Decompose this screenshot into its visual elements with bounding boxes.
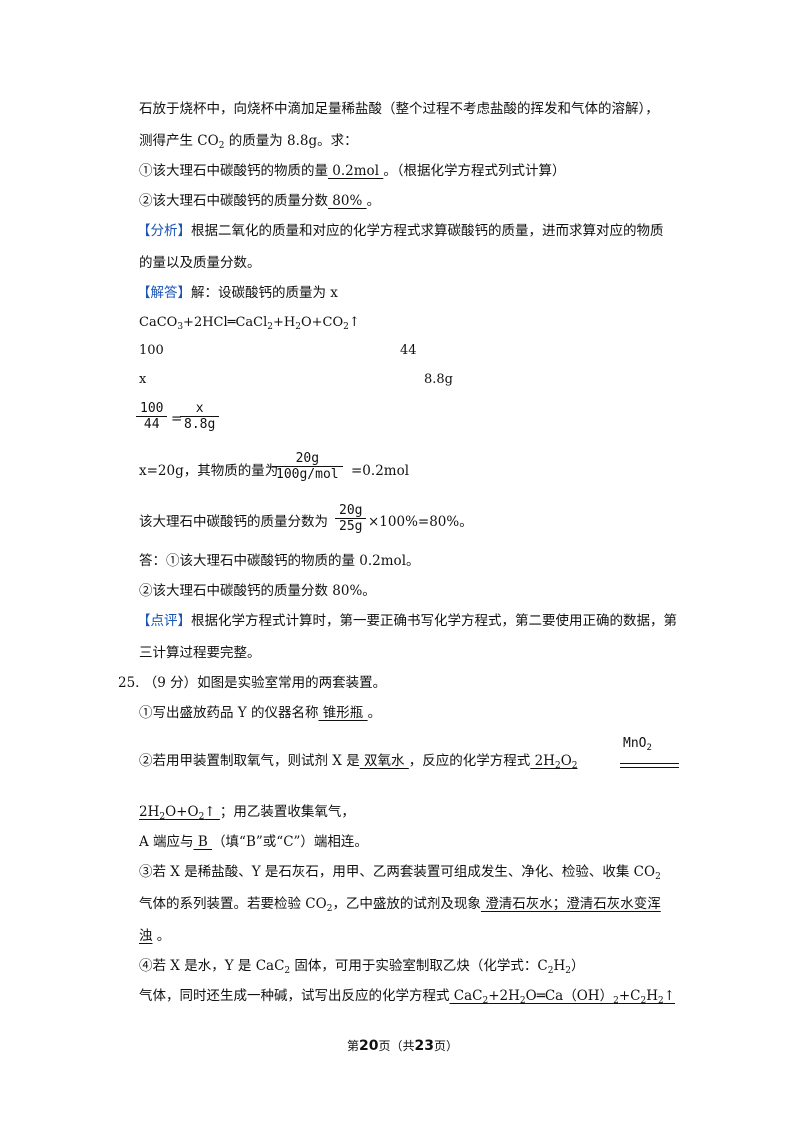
var-left: x: [139, 372, 147, 387]
page-total: 23: [414, 1038, 434, 1054]
page-footer: 第20页（共23页）: [347, 1038, 459, 1054]
answer-blank-test-reagent-cont: 浊: [139, 928, 153, 944]
equals-sign: =: [171, 411, 183, 427]
var-right: 8.8g: [424, 372, 453, 387]
percent-post: ×100%=80%。: [368, 514, 473, 530]
x-result-post: =0.2mol: [351, 463, 410, 479]
q25-part-4-line-2: 气体，同时还生成一种碱，试写出反应的化学方程式 CaC2+2H2O═Ca（OH）…: [139, 988, 676, 1006]
answer-line-2: ②该大理石中碳酸钙的质量分数 80%。: [139, 583, 376, 599]
answer-blank-reagent: 双氧水: [359, 753, 409, 769]
analysis-line-1: 【分析】根据二氧化的质量和对应的化学方程式求算碳酸钙的质量，进而求算对应的物质: [137, 223, 664, 239]
equation-double-line-bottom: [620, 767, 679, 768]
q25-part-2: ②若用甲装置制取氧气，则试剂 X 是 双氧水 ，反应的化学方程式 2H2O2: [139, 753, 578, 771]
answer-blank-1: 0.2mol: [328, 163, 384, 179]
answer-line-1: 答：①该大理石中碳酸钙的物质的量 0.2mol。: [139, 553, 420, 569]
answer-blank-2: 80%: [328, 193, 367, 209]
reaction-equation: CaCO3+2HCl═CaCl2+H2O+CO2↑: [139, 315, 360, 332]
intro-line-1: 石放于烧杯中，向烧杯中滴加足量稀盐酸（整个过程不考虑盐酸的挥发和气体的溶解），: [139, 101, 659, 117]
equation-double-line-top: [620, 763, 679, 764]
q25-part-3-line-1: ③若 X 是稀盐酸、Y 是石灰石，用甲、乙两套装置可组成发生、净化、检验、收集 …: [139, 864, 661, 882]
analysis-line-2: 的量以及质量分数。: [139, 255, 261, 271]
answer-blank-test-reagent: 澄清石灰水；澄清石灰水变浑: [480, 896, 661, 912]
q25-part-3-line-3: 浊 。: [139, 928, 171, 944]
comment-line-1: 【点评】根据化学方程式计算时，第一要正确书写化学方程式，第二要使用正确的数据，第: [137, 613, 677, 629]
intro-line-2: 测得产生 CO2 的质量为 8.8g。求：: [139, 133, 358, 151]
answer-equation-part-b: 2H2O+O2↑: [139, 804, 220, 822]
mass-left: 100: [139, 343, 164, 358]
catalyst-label: MnO2: [623, 736, 652, 753]
answer-equation-part-a: 2H2O2: [530, 753, 578, 771]
page-number: 20: [359, 1038, 379, 1054]
question-2: ②该大理石中碳酸钙的质量分数 80% 。: [139, 193, 381, 209]
comment-line-2: 三计算过程要完整。: [139, 645, 261, 661]
solution-intro: 【解答】解：设碳酸钙的质量为 x: [137, 285, 338, 301]
q25-part-4-line-1: ④若 X 是水，Y 是 CaC2 固体，可用于实验室制取乙炔（化学式：C2H2）: [139, 958, 585, 976]
answer-acetylene-equation: CaC2+2H2O═Ca（OH）2+C2H2↑: [449, 988, 676, 1006]
answer-blank-instrument: 锥形瓶: [318, 705, 368, 721]
question-1: ①该大理石中碳酸钙的物质的量 0.2mol 。（根据化学方程式列式计算）: [139, 163, 566, 179]
comment-tag: 【点评】: [137, 613, 191, 629]
q25-part-2b: 2H2O+O2↑ ；用乙装置收集氧气，: [139, 804, 355, 822]
answer-blank-port: B: [193, 834, 213, 850]
q25-part-2c: A 端应与 B （填“B”或“C”）端相连。: [139, 834, 368, 850]
question-25-heading: 25. （9 分）如图是实验室常用的两套装置。: [118, 675, 387, 691]
mass-right: 44: [400, 343, 417, 358]
q25-part-1: ①写出盛放药品 Y 的仪器名称 锥形瓶 。: [139, 705, 382, 721]
x-result-pre: x=20g，其物质的量为: [139, 463, 279, 479]
q25-part-3-line-2: 气体的系列装置。若要检验 CO2，乙中盛放的试剂及现象 澄清石灰水；澄清石灰水变…: [139, 896, 661, 914]
analysis-tag: 【分析】: [137, 223, 191, 239]
percent-pre: 该大理石中碳酸钙的质量分数为: [139, 514, 328, 530]
solution-tag: 【解答】: [137, 285, 191, 301]
